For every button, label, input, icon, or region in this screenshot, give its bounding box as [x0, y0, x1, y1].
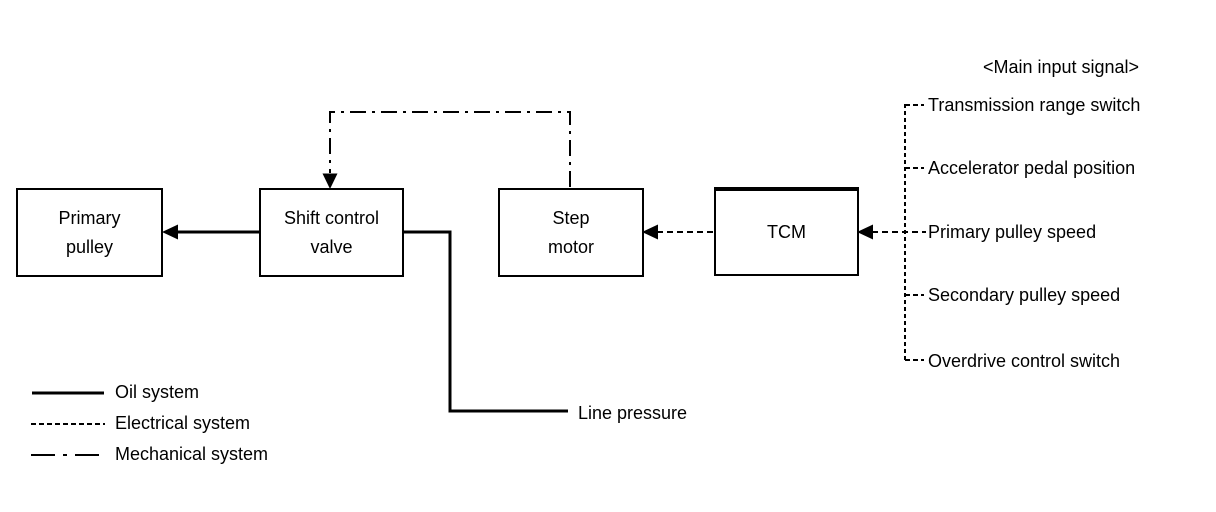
legend-label-electrical-system: Electrical system	[115, 413, 251, 433]
step-motor-box: Step motor	[498, 188, 644, 277]
legend-dash-dot-line-icon	[31, 453, 105, 456]
legend-item-oil-system: Oil system	[31, 377, 268, 408]
oil-arrow-shift-valve-to-primary-pulley	[162, 224, 261, 240]
shift-control-valve-label: Shift control valve	[283, 207, 380, 257]
legend-label-oil-system: Oil system	[115, 382, 200, 402]
signal-secondary-pulley-speed: Secondary pulley speed	[928, 285, 1121, 305]
step-motor-label: Step motor	[547, 207, 594, 257]
legend-item-electrical-system: Electrical system	[31, 408, 268, 439]
electrical-arrow-signals-to-tcm	[857, 224, 926, 240]
line-pressure-label: Line pressure	[578, 403, 688, 423]
shift-control-valve-box: Shift control valve	[259, 188, 404, 277]
tcm-box: TCM	[714, 187, 859, 276]
signal-bus	[904, 104, 924, 361]
legend-label-mechanical-system: Mechanical system	[115, 444, 269, 464]
legend-dashed-line-icon	[31, 422, 105, 425]
legend-item-mechanical-system: Mechanical system	[31, 439, 268, 470]
signal-overdrive-control-switch: Overdrive control switch	[928, 351, 1121, 371]
electrical-arrow-tcm-to-step-motor	[642, 224, 716, 240]
mechanical-line-step-motor-to-shift-valve	[322, 111, 571, 189]
signal-transmission-range-switch: Transmission range switch	[928, 95, 1141, 115]
signal-primary-pulley-speed: Primary pulley speed	[928, 222, 1097, 242]
legend: Oil system Electrical system Mechanical …	[31, 377, 268, 470]
tcm-label: TCM	[767, 222, 806, 242]
main-input-signal-header: <Main input signal>	[982, 57, 1140, 77]
signal-accelerator-pedal-position: Accelerator pedal position	[928, 158, 1136, 178]
primary-pulley-box: Primary pulley	[16, 188, 163, 277]
oil-line-to-line-pressure	[402, 230, 568, 413]
primary-pulley-label: Primary pulley	[58, 207, 121, 257]
legend-solid-line-icon	[32, 391, 104, 394]
